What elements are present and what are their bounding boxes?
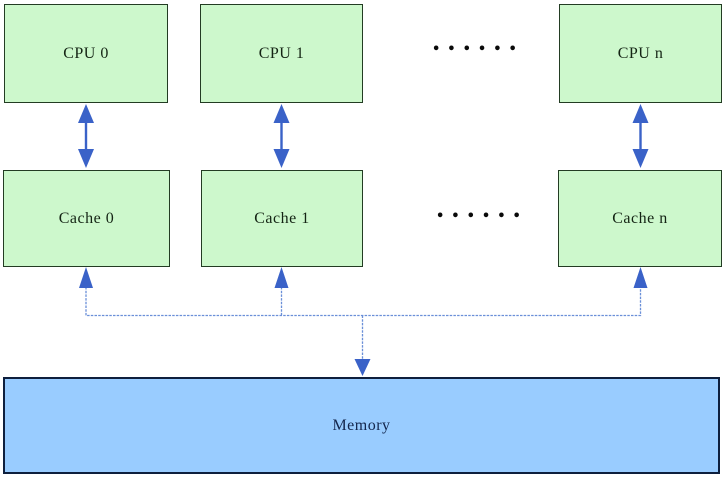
cpu-0-box: CPU 0	[4, 4, 168, 103]
bus-line	[85, 287, 642, 317]
arrowhead-up-icon	[632, 104, 649, 123]
cache-0-label: Cache 0	[58, 209, 115, 227]
cache-n-box: Cache n	[558, 170, 722, 267]
cpu-n-box: CPU n	[559, 4, 722, 103]
cpu-1-box: CPU 1	[200, 4, 363, 103]
cpu1-cache1-double-arrow-icon	[273, 104, 290, 168]
memory-box: Memory	[3, 377, 720, 474]
bus-arrowhead-cachen-icon	[633, 267, 648, 288]
bus-arrowhead-memory-icon	[354, 359, 371, 376]
cpu-row-ellipsis: ••••••	[432, 42, 524, 57]
arrowhead-down-icon	[78, 149, 94, 168]
cpun-cachen-double-arrow-icon	[632, 104, 649, 168]
arrowhead-up-icon	[78, 104, 94, 123]
cache-n-label: Cache n	[612, 209, 668, 227]
arrowhead-up-icon	[273, 104, 290, 123]
cache-1-box: Cache 1	[201, 170, 363, 267]
cpu0-cache0-double-arrow-icon	[78, 104, 94, 168]
arrowhead-down-icon	[632, 149, 649, 168]
bus-arrowhead-cache0-icon	[79, 267, 93, 288]
cpu-0-label: CPU 0	[63, 44, 109, 62]
bus-arrowhead-cache1-icon	[274, 267, 289, 288]
cache-1-label: Cache 1	[254, 209, 310, 227]
cpu-n-label: CPU n	[617, 44, 664, 62]
cache-memory-bus	[79, 267, 648, 376]
cpu-1-label: CPU 1	[258, 44, 305, 62]
arrowhead-down-icon	[273, 149, 290, 168]
memory-label: Memory	[332, 416, 391, 434]
cache-0-box: Cache 0	[3, 170, 170, 267]
cache-row-ellipsis: ••••••	[436, 209, 528, 224]
